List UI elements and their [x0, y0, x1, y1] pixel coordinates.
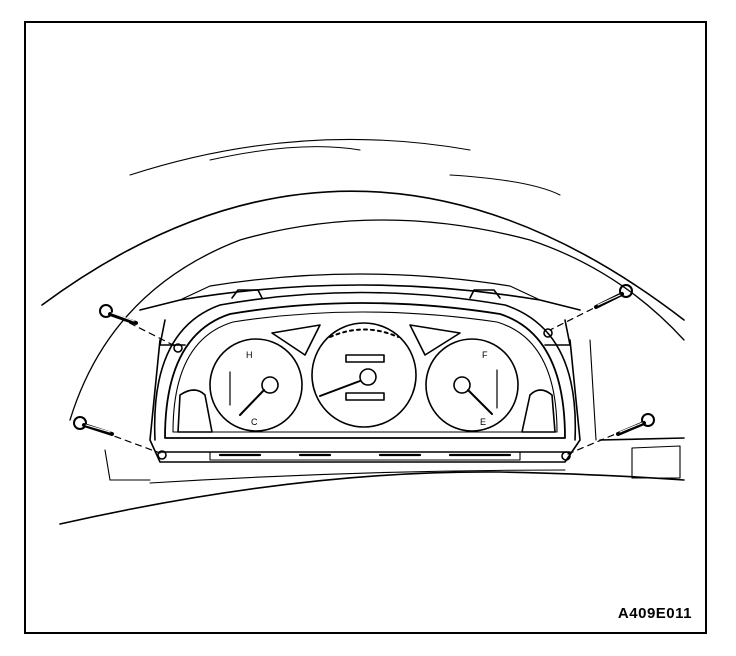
- fuel-gauge: F E: [425, 338, 519, 432]
- screw-top-right: [549, 284, 633, 331]
- fuel-full-label: F: [482, 350, 488, 360]
- temperature-gauge: H C: [209, 338, 303, 432]
- screw-holes: [157, 328, 571, 461]
- dashboard-hood-arcs: [41, 138, 685, 421]
- screw-bottom-right: [567, 413, 655, 455]
- screw-bottom-left: [73, 416, 161, 454]
- warning-lamps: [177, 324, 556, 433]
- screw-top-left: [99, 304, 176, 347]
- diagram-frame: [24, 21, 707, 634]
- cluster-housing: [104, 273, 685, 481]
- lower-dash-line: [59, 469, 685, 525]
- speedometer: [311, 322, 417, 428]
- figure-code: A409E011: [617, 605, 692, 622]
- fuel-empty-label: E: [480, 417, 486, 427]
- temp-hot-label: H: [246, 350, 253, 360]
- temp-cold-label: C: [251, 417, 258, 427]
